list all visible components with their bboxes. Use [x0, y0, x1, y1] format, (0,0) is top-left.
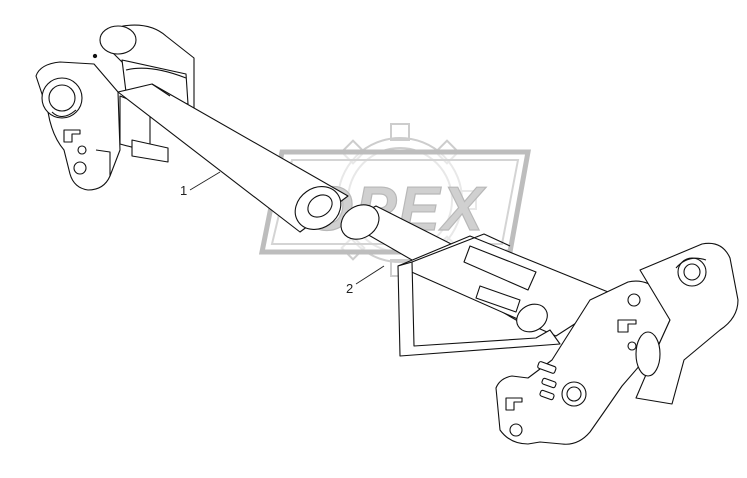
tube-2-end [340, 204, 380, 240]
leader-line-2 [355, 265, 385, 285]
leader-line-1 [189, 171, 221, 191]
callout-label-1: 1 [180, 183, 187, 198]
part-1-tube-assembly [35, 24, 349, 233]
callout-label-2: 2 [346, 281, 353, 296]
callout-2: 2 [346, 265, 385, 296]
front-side-plate [397, 261, 561, 357]
tube-1-body [117, 83, 349, 233]
callout-1: 1 [180, 171, 221, 198]
part-2-tube-assembly [340, 204, 739, 445]
